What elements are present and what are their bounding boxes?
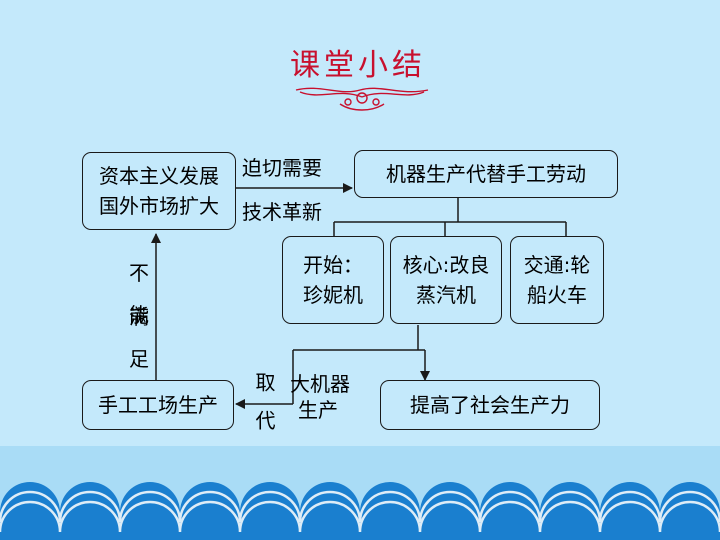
label-satisfy: 满足 xyxy=(129,305,167,371)
box-machine-production: 机器生产代替手工劳动 xyxy=(354,150,618,198)
box-traffic-line2: 船火车 xyxy=(527,283,587,307)
box-start-line1: 开始： xyxy=(303,253,363,277)
label-tech-innovation: 技术革新 xyxy=(242,200,322,224)
box-traffic-line1: 交通:轮 xyxy=(523,253,591,277)
box-traffic: 交通:轮 船火车 xyxy=(510,236,604,324)
box-core-steam: 核心:改良 蒸汽机 xyxy=(390,236,502,324)
box-start-line2: 珍妮机 xyxy=(303,283,363,307)
box-machine-text: 机器生产代替手工劳动 xyxy=(386,162,586,186)
box-core-line2: 蒸汽机 xyxy=(416,283,476,307)
page-title: 课堂小结 xyxy=(290,48,426,83)
label-big-machine-line1: 大机器 xyxy=(290,372,350,396)
box-handicraft-text: 手工工场生产 xyxy=(98,393,218,417)
box-productivity: 提高了社会生产力 xyxy=(380,380,600,430)
box-handicraft: 手工工场生产 xyxy=(82,380,234,430)
box-start-jenny: 开始： 珍妮机 xyxy=(282,236,384,324)
box-capitalism-line2: 国外市场扩大 xyxy=(99,194,219,218)
label-cannot: 不能 xyxy=(129,261,167,327)
box-capitalism-line1: 资本主义发展 xyxy=(99,164,219,188)
label-replace: 取代 xyxy=(252,372,276,448)
box-productivity-text: 提高了社会生产力 xyxy=(410,393,570,417)
box-capitalism-expand: 资本主义发展 国外市场扩大 xyxy=(82,152,236,230)
box-core-line1: 核心:改良 xyxy=(402,253,490,277)
label-urgent-need: 迫切需要 xyxy=(242,156,322,180)
label-big-machine-line2: 生产 xyxy=(298,398,338,422)
